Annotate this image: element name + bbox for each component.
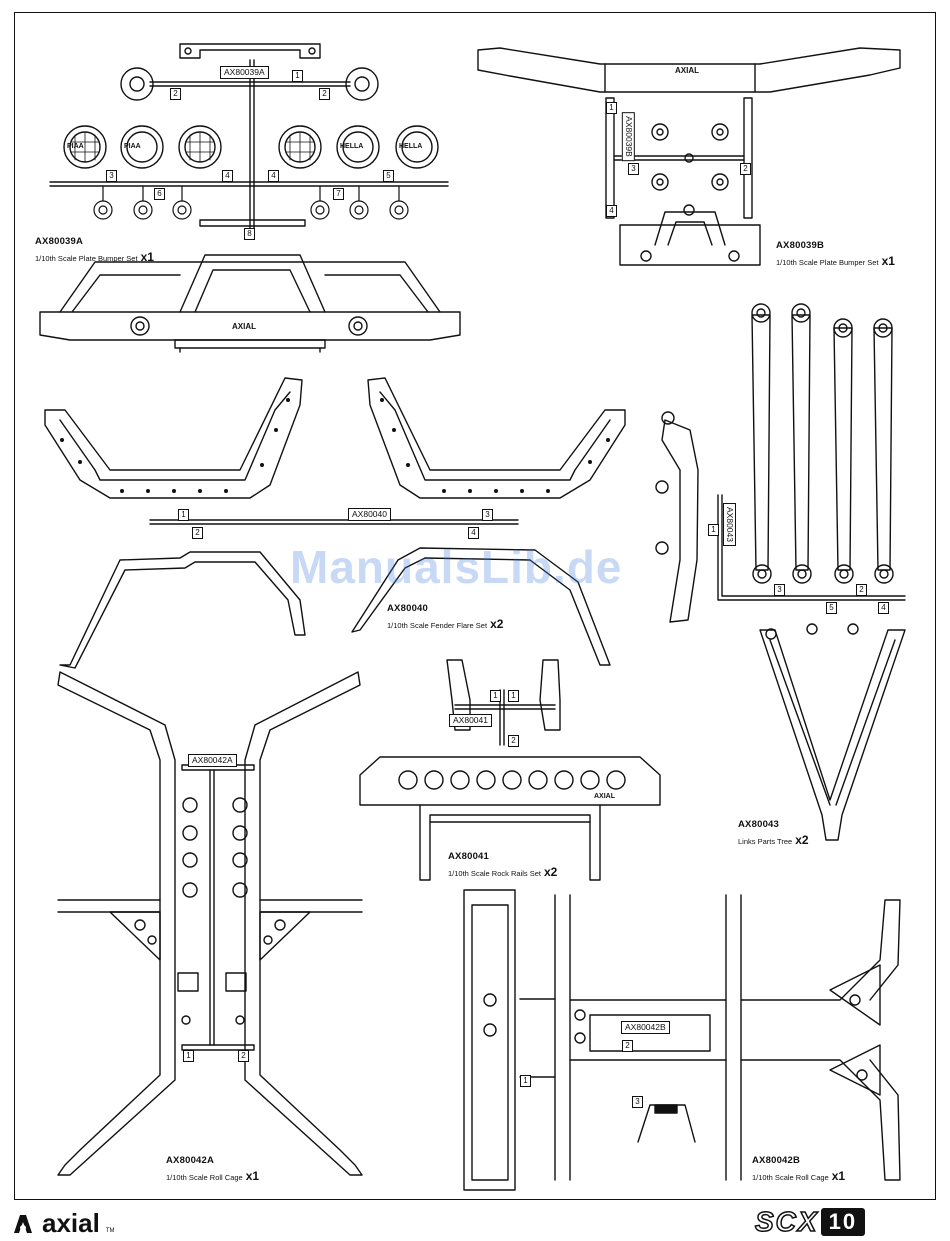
bumper-logo-text: AXIAL	[675, 66, 699, 75]
axial-emblem-icon	[14, 1214, 32, 1233]
kit-code: AX80043	[738, 819, 780, 830]
part-number: 2	[740, 163, 751, 175]
part-number: 1	[292, 70, 303, 82]
kit-description: 1/10th Scale Fender Flare Set	[387, 620, 488, 630]
sprue-tag-ax80043: AX80043	[722, 503, 736, 546]
kit-quantity: x2	[543, 864, 558, 879]
ax80043-links	[655, 303, 906, 841]
scx-model-number: 10	[820, 1208, 866, 1236]
kit-description: 1/10th Scale Plate Bumper Set	[776, 257, 879, 267]
part-number: 2	[170, 88, 181, 100]
scx10-logo: SCX 10	[754, 1205, 866, 1238]
ax80039a-bumper	[39, 254, 461, 353]
bumper-logo-text: AXIAL	[232, 322, 256, 331]
part-number: 5	[383, 170, 394, 182]
part-number: 3	[632, 1096, 643, 1108]
part-number: 4	[222, 170, 233, 182]
part-number: 4	[268, 170, 279, 182]
page-frame	[14, 12, 936, 1200]
ax80040-fender-flares	[44, 377, 626, 669]
scx-logo-text: SCX	[754, 1205, 819, 1238]
kit-quantity: x1	[245, 1168, 260, 1183]
light-pods	[63, 125, 439, 169]
kit-code: AX80039A	[35, 236, 84, 247]
ax80041-rock-rails	[359, 659, 661, 881]
part-number: 1	[178, 509, 189, 521]
part-number: 2	[192, 527, 203, 539]
part-number: 1	[508, 690, 519, 702]
kit-description: 1/10th Scale Roll Cage	[752, 1172, 829, 1182]
kit-description: Links Parts Tree	[738, 836, 793, 846]
part-number: 3	[628, 163, 639, 175]
kit-description: 1/10th Scale Plate Bumper Set	[35, 253, 138, 263]
part-number: 1	[606, 102, 617, 114]
ax80039a-sprue	[49, 43, 449, 231]
kit-quantity: x1	[831, 1168, 846, 1183]
kit-quantity: x2	[795, 832, 809, 847]
kit-quantity: x1	[881, 253, 895, 268]
kit-code: AX80042A	[166, 1155, 215, 1166]
part-number: 4	[468, 527, 479, 539]
ax80039b-bumper	[477, 47, 901, 93]
part-number: 5	[826, 602, 837, 614]
ax80039b-sprue	[605, 97, 761, 266]
part-number: 2	[622, 1040, 633, 1052]
part-number: 1	[708, 524, 719, 536]
light-label: HELLA	[399, 143, 423, 150]
part-number: 3	[774, 584, 785, 596]
kit-code: AX80041	[448, 851, 490, 862]
part-number: 4	[878, 602, 889, 614]
part-number: 3	[482, 509, 493, 521]
kit-code: AX80040	[387, 603, 429, 614]
axial-logo: axial TM	[10, 1208, 115, 1239]
ax80042b-roll-cage	[463, 889, 901, 1191]
sprue-tag-ax80042a: AX80042A	[188, 754, 237, 767]
sprue-tag-ax80040: AX80040	[348, 508, 391, 521]
light-label: HELLA	[340, 143, 364, 150]
part-number: 3	[106, 170, 117, 182]
axial-logo-text: axial	[42, 1208, 100, 1238]
ax80042a-roll-cage	[57, 671, 363, 1176]
part-number: 2	[508, 735, 519, 747]
sprue-tag-ax80039a: AX80039A	[220, 66, 269, 79]
part-number: 2	[856, 584, 867, 596]
kit-quantity: x1	[140, 249, 154, 264]
trademark-mark: TM	[105, 1228, 115, 1234]
rock-rail-logo-text: AXIAL	[594, 793, 615, 800]
kit-code: AX80039B	[776, 240, 825, 251]
sprue-tag-ax80039b: AX80039B	[621, 112, 635, 161]
part-number: 2	[238, 1050, 249, 1062]
kit-code: AX80042B	[752, 1155, 801, 1166]
part-number: 8	[244, 228, 255, 240]
part-number: 1	[183, 1050, 194, 1062]
part-number: 7	[333, 188, 344, 200]
part-number: 2	[319, 88, 330, 100]
light-label: PIAA	[124, 143, 141, 150]
kit-description: 1/10th Scale Roll Cage	[166, 1172, 243, 1182]
watermark: ManualsLib.de	[290, 541, 623, 593]
part-number: 6	[154, 188, 165, 200]
kit-quantity: x2	[490, 616, 504, 631]
part-number: 1	[490, 690, 501, 702]
light-label: PIAA	[67, 143, 84, 150]
sprue-tag-ax80041: AX80041	[449, 714, 492, 727]
sprue-tag-ax80042b: AX80042B	[621, 1021, 670, 1034]
part-number: 1	[520, 1075, 531, 1087]
kit-description: 1/10th Scale Rock Rails Set	[448, 868, 541, 878]
part-number: 4	[606, 205, 617, 217]
